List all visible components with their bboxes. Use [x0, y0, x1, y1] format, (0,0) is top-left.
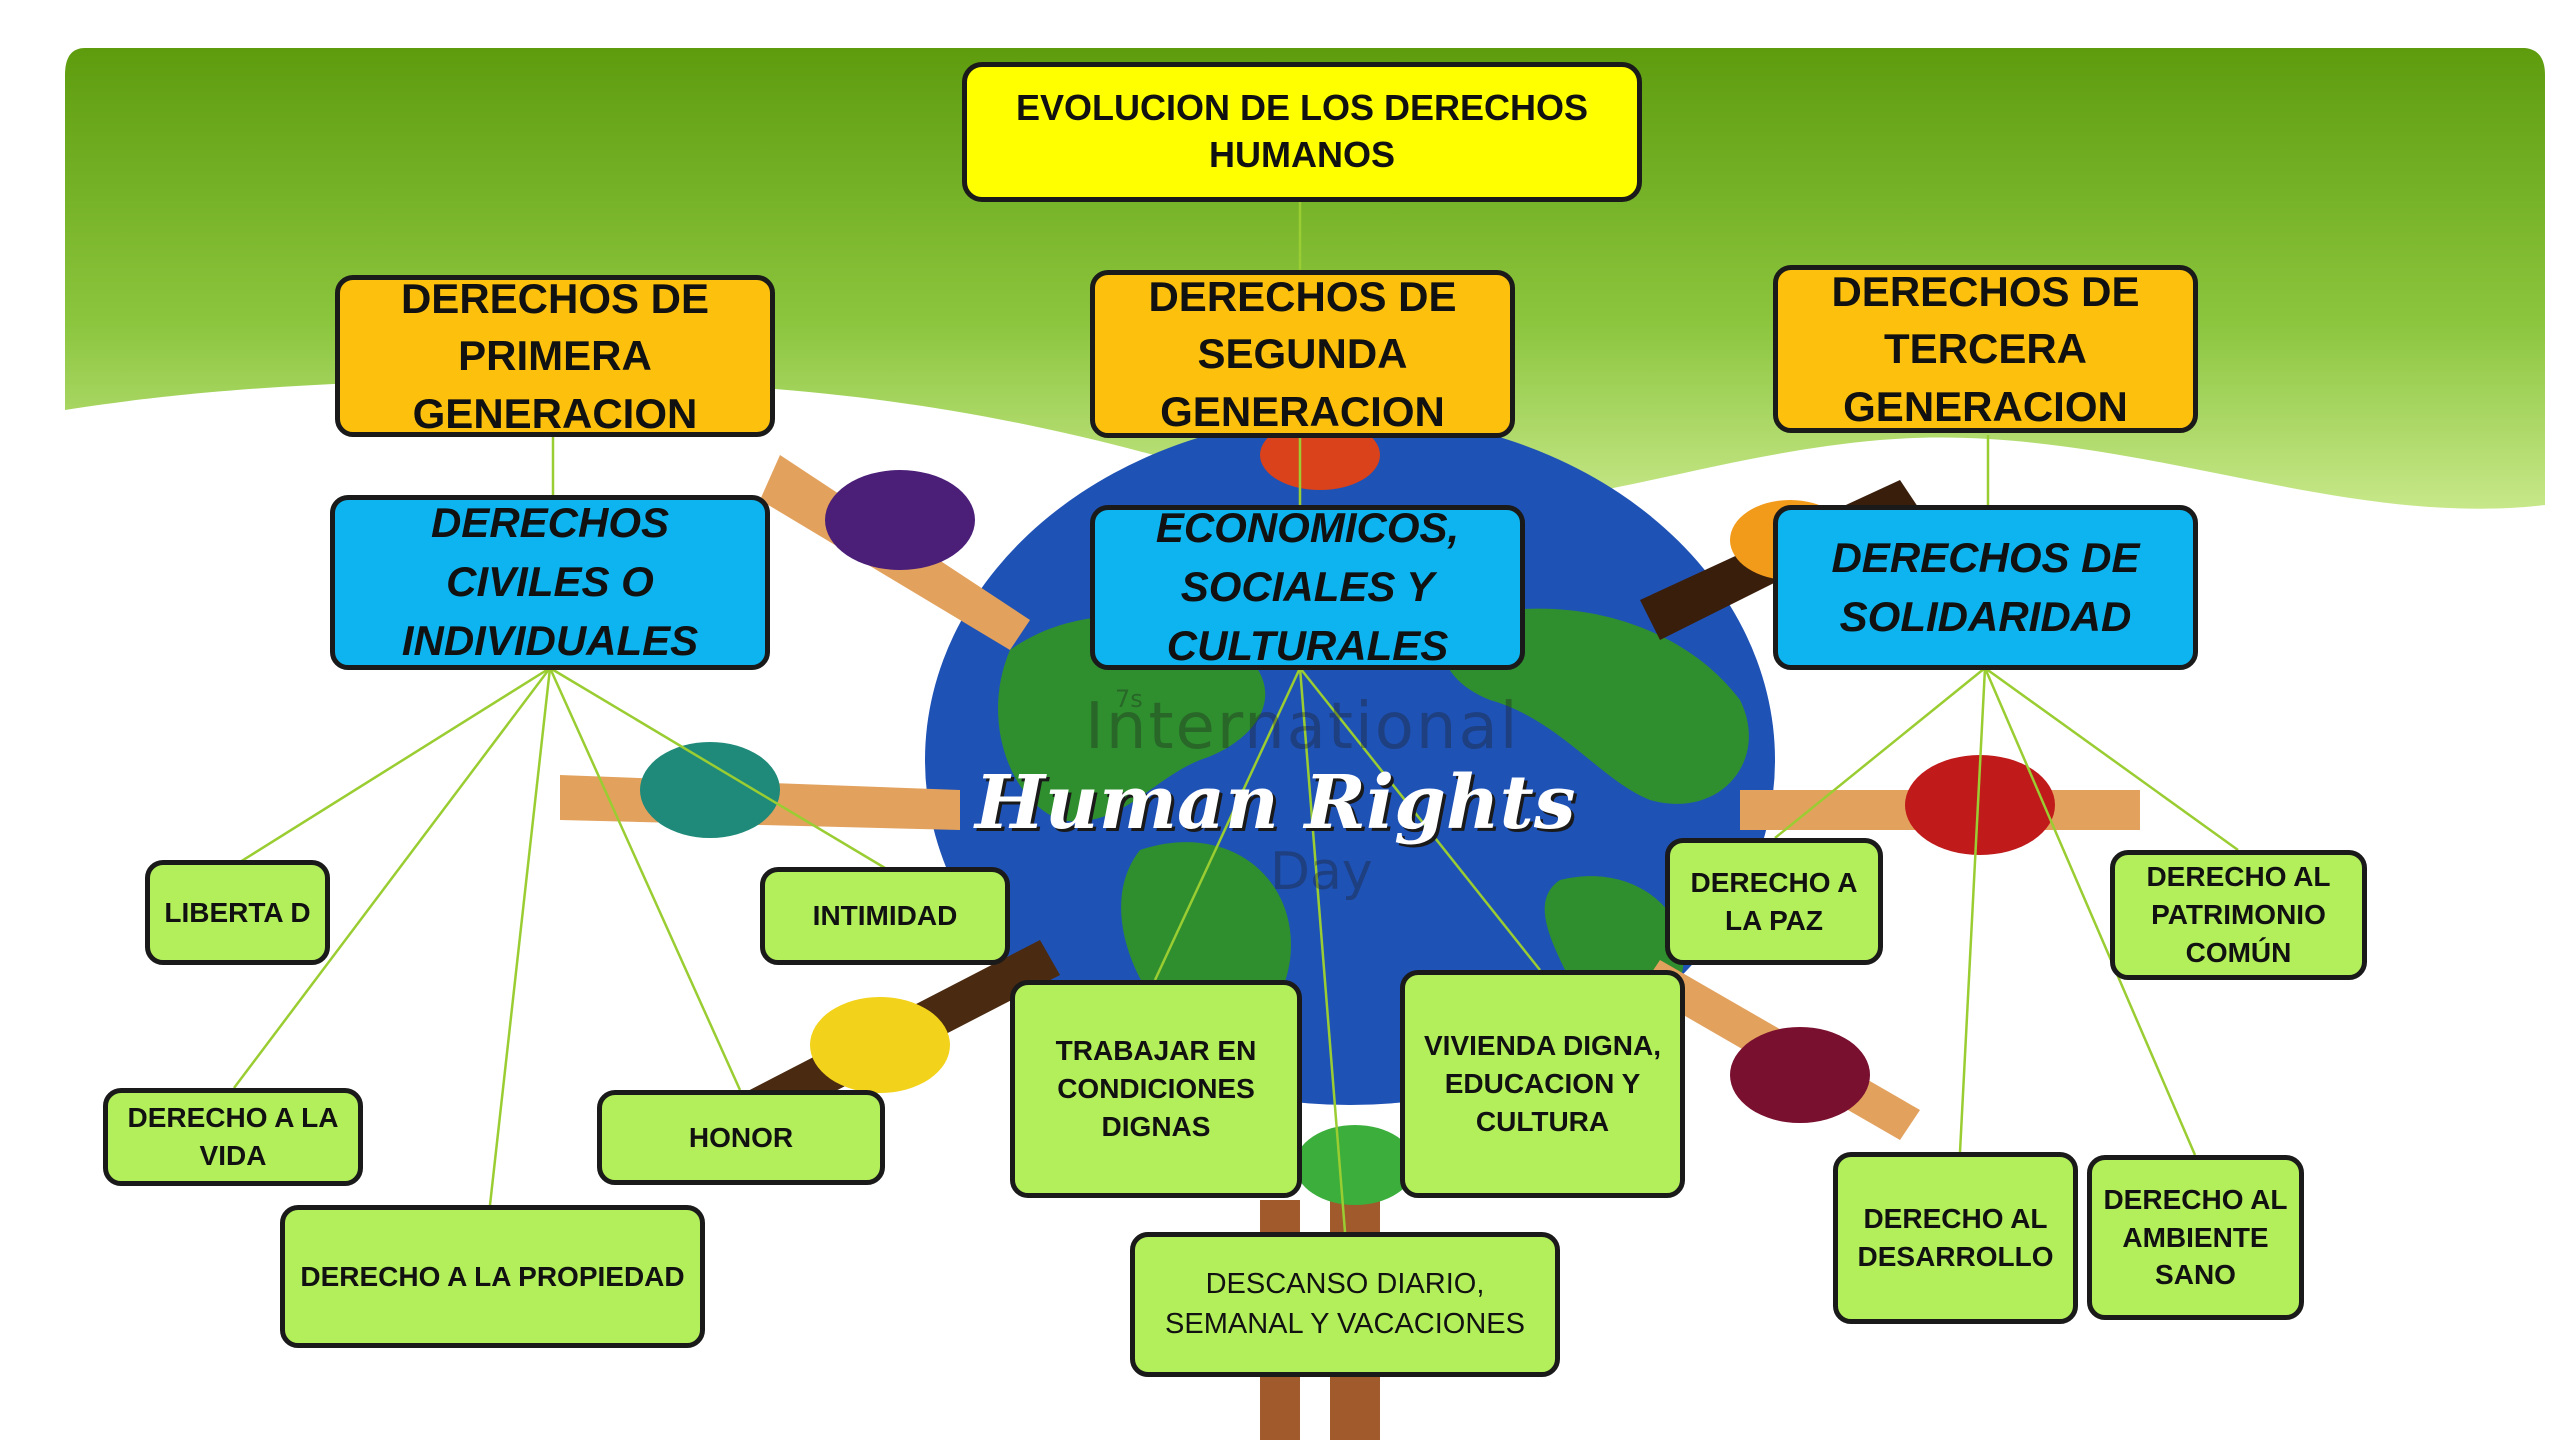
leaf-label: DESCANSO DIARIO, SEMANAL Y VACACIONES: [1165, 1268, 1525, 1340]
leaf-descanso: DESCANSO DIARIO, SEMANAL Y VACACIONES: [1130, 1232, 1560, 1377]
generation-label: DERECHOS DE PRIMERA GENERACION: [400, 275, 710, 437]
leaf-label: LIBERTA D: [164, 896, 311, 928]
category-label: DERECHOS DE SOLIDARIDAD: [1831, 533, 2140, 640]
generation-box-first: DERECHOS DE PRIMERA GENERACION: [335, 275, 775, 437]
generation-box-third: DERECHOS DE TERCERA GENERACION: [1773, 265, 2198, 433]
leaf-label: DERECHO A LA PAZ: [1690, 866, 1858, 936]
leaf-intimidad: INTIMIDAD: [760, 867, 1010, 965]
leaf-derecho-propiedad: DERECHO A LA PROPIEDAD: [280, 1205, 705, 1348]
leaf-label: DERECHO A LA VIDA: [127, 1102, 339, 1171]
leaf-label: DERECHO A LA PROPIEDAD: [300, 1260, 685, 1292]
leaf-derecho-vida: DERECHO A LA VIDA: [103, 1088, 363, 1186]
generation-label: DERECHOS DE TERCERA GENERACION: [1831, 268, 2140, 430]
generation-box-second: DERECHOS DE SEGUNDA GENERACION: [1090, 270, 1515, 438]
poster-international-text: International: [1085, 690, 1520, 764]
poster-day-text: Day: [1270, 842, 1373, 902]
leaf-honor: HONOR: [597, 1090, 885, 1185]
title-text: EVOLUCION DE LOS DERECHOS HUMANOS: [1015, 87, 1589, 175]
leaf-ambiente-sano: DERECHO AL AMBIENTE SANO: [2087, 1155, 2304, 1320]
leaf-patrimonio-comun: DERECHO AL PATRIMONIO COMÚN: [2110, 850, 2367, 980]
leaf-label: DERECHO AL AMBIENTE SANO: [2103, 1183, 2288, 1291]
category-label: ECONOMICOS, SOCIALES Y CULTURALES: [1155, 505, 1460, 669]
leaf-label: TRABAJAR EN CONDICIONES DIGNAS: [1055, 1035, 1257, 1142]
leaf-label: VIVIENDA DIGNA, EDUCACION Y CULTURA: [1424, 1030, 1661, 1137]
leaf-vivienda: VIVIENDA DIGNA, EDUCACION Y CULTURA: [1400, 970, 1685, 1198]
leaf-derecho-paz: DERECHO A LA PAZ: [1665, 838, 1883, 965]
poster-human-rights-text: Human Rights: [975, 760, 1576, 846]
leaf-label: DERECHO AL DESARROLLO: [1857, 1203, 2054, 1272]
leaf-derecho-desarrollo: DERECHO AL DESARROLLO: [1833, 1152, 2078, 1324]
leaf-libertad: LIBERTA D: [145, 860, 330, 965]
category-label: DERECHOS CIVILES O INDIVIDUALES: [401, 499, 699, 664]
category-box-civil: DERECHOS CIVILES O INDIVIDUALES: [330, 495, 770, 670]
leaf-label: HONOR: [688, 1121, 794, 1153]
generation-label: DERECHOS DE SEGUNDA GENERACION: [1148, 273, 1457, 435]
leaf-label: INTIMIDAD: [812, 900, 958, 932]
leaf-label: DERECHO AL PATRIMONIO COMÚN: [2146, 861, 2331, 968]
category-box-economic: ECONOMICOS, SOCIALES Y CULTURALES: [1090, 505, 1525, 670]
poster-prefix-text: 7s: [1115, 685, 1143, 713]
category-box-solidarity: DERECHOS DE SOLIDARIDAD: [1773, 505, 2198, 670]
connector-lines: [233, 200, 2239, 1233]
title-box: EVOLUCION DE LOS DERECHOS HUMANOS: [962, 62, 1642, 202]
leaf-trabajar: TRABAJAR EN CONDICIONES DIGNAS: [1010, 980, 1302, 1198]
